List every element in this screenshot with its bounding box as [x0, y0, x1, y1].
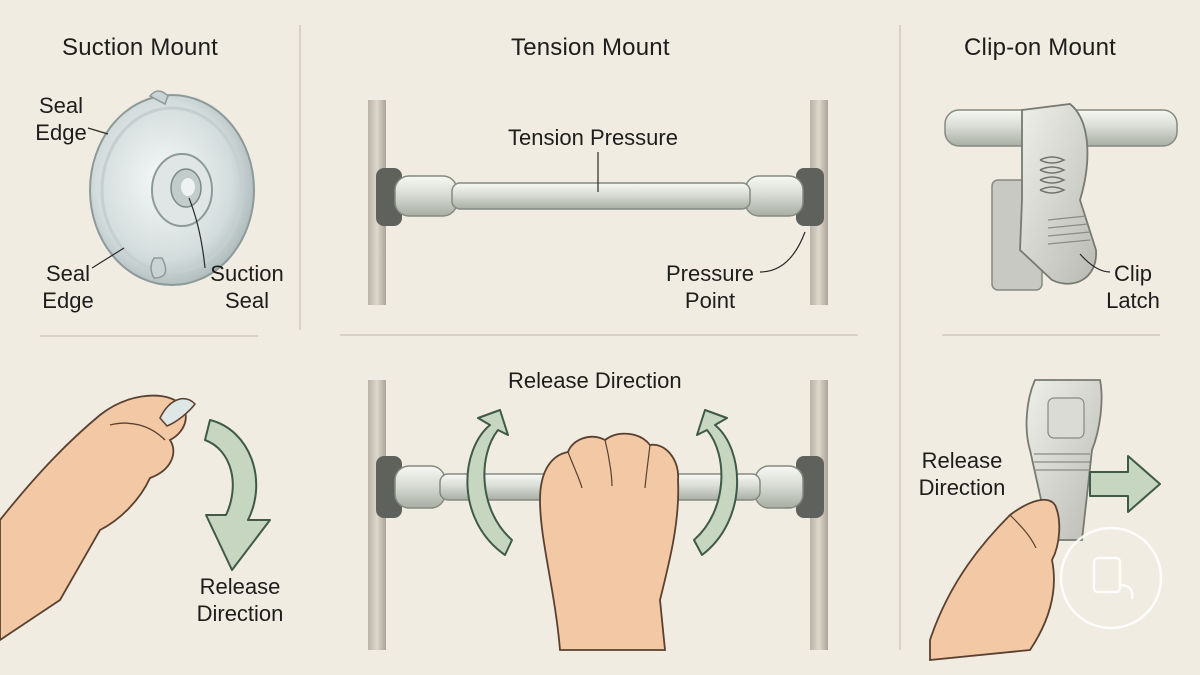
- seal-edge-bottom-line1: Seal: [45, 261, 91, 286]
- release-arrow-icon: [204, 419, 271, 571]
- panel-dividers: [40, 25, 1160, 650]
- suction-seal-line2: Seal: [224, 288, 270, 313]
- seal-edge-top-label: Seal Edge: [30, 92, 92, 146]
- clip-release-line2: Direction: [918, 475, 1006, 500]
- tension-rod-release-icon: [368, 380, 828, 650]
- clip-latch-label: Clip Latch: [1100, 260, 1166, 314]
- suction-release-label: Release Direction: [188, 573, 292, 627]
- seal-edge-bottom-line2: Edge: [42, 288, 94, 313]
- suction-seal-line1: Suction: [210, 261, 284, 286]
- clip-latch-line1: Clip: [1114, 261, 1152, 286]
- suction-cup-icon: [89, 90, 255, 286]
- suction-seal-label: Suction Seal: [202, 260, 292, 314]
- tension-pressure-label: Tension Pressure: [508, 125, 678, 150]
- tension-release-label: Release Direction: [508, 368, 682, 393]
- hand-icon: [0, 394, 196, 642]
- badge-icon: [1059, 526, 1163, 630]
- clip-leader-line: [1079, 253, 1111, 273]
- tension-panel-title: Tension Mount: [511, 34, 670, 61]
- release-arrow-icon: [1089, 455, 1161, 513]
- pressure-point-label: Pressure Point: [654, 260, 766, 314]
- pressure-point-line2: Point: [684, 288, 736, 313]
- hand-icon: [539, 432, 680, 651]
- suction-leader-lines: [87, 127, 206, 269]
- hand-icon: [929, 498, 1061, 661]
- clip-latch-line2: Latch: [1106, 288, 1160, 313]
- seal-edge-bottom-label: Seal Edge: [37, 260, 99, 314]
- pressure-point-line1: Pressure: [665, 261, 755, 286]
- suction-panel-title: Suction Mount: [62, 34, 219, 61]
- seal-edge-top-line1: Seal: [38, 93, 84, 118]
- suction-release-line1: Release: [199, 574, 281, 599]
- seal-edge-top-line2: Edge: [35, 120, 87, 145]
- clip-release-label: Release Direction: [912, 447, 1012, 501]
- clip-release-line1: Release: [921, 448, 1003, 473]
- rotate-arrow-icon: [466, 409, 739, 556]
- tension-rod-icon: [368, 100, 828, 305]
- tension-leader-lines: [597, 152, 806, 273]
- clip-icon: [944, 103, 1178, 291]
- suction-release-line2: Direction: [196, 601, 284, 626]
- clip-panel-title: Clip-on Mount: [964, 34, 1117, 61]
